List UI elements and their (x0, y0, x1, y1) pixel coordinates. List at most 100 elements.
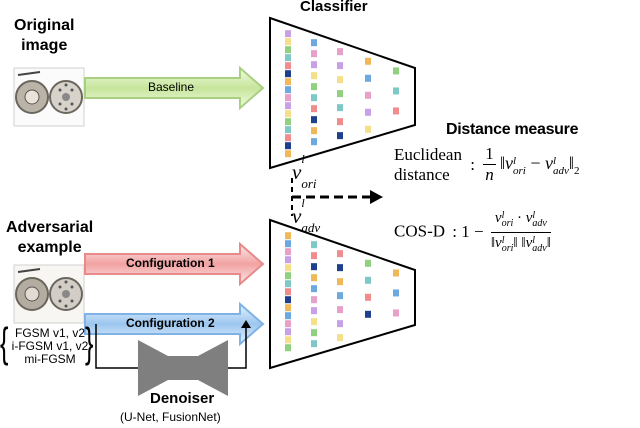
euclidean-colon: : (470, 154, 475, 174)
classifier-title: Classifier (300, 0, 368, 15)
feature-cell (311, 340, 317, 348)
feature-cell (285, 248, 291, 256)
v-adv-sub: adv (301, 220, 321, 236)
denoiser-path (95, 324, 247, 369)
baseline-label: Baseline (148, 80, 195, 94)
feature-cell (285, 232, 291, 240)
feature-cell (365, 259, 371, 267)
configuration-1-label: Configuration 1 (126, 256, 215, 270)
original-image-title-line2: image (21, 37, 68, 54)
feature-columns-top (285, 30, 399, 158)
feature-cell (285, 150, 291, 158)
denoiser-arrowhead-out (241, 320, 251, 328)
feature-cell (311, 241, 317, 249)
feature-cell (285, 70, 291, 78)
feature-cell (285, 304, 291, 312)
feature-cell (311, 274, 317, 282)
feature-cell (337, 76, 343, 84)
feature-cell (393, 67, 399, 75)
original-image (13, 67, 85, 127)
feature-cell (393, 87, 399, 95)
v-ori-sup: l (301, 152, 305, 166)
feature-cell (365, 57, 371, 65)
v-adv-symbol: v (292, 204, 302, 228)
feature-cell (365, 310, 371, 318)
v-ori-symbol: v (292, 160, 302, 184)
original-image-title: Original image (14, 16, 74, 56)
feature-cell (285, 94, 291, 102)
feature-cell (311, 39, 317, 47)
feature-cell (285, 280, 291, 288)
attack-item-mifgsm: mi-FGSM (24, 352, 76, 366)
denoiser-label: Denoiser (150, 390, 215, 407)
feature-cell (311, 307, 317, 315)
feature-cell (337, 62, 343, 70)
v-ori-sub: ori (301, 176, 317, 192)
feature-cell (285, 46, 291, 54)
feature-cell (311, 285, 317, 293)
adversarial-image (13, 264, 85, 324)
feature-cell (365, 108, 371, 116)
feature-cell (311, 263, 317, 271)
configuration-2-label: Configuration 2 (126, 316, 215, 330)
feature-cell (337, 264, 343, 272)
adversarial-example-title: Adversarial example (6, 218, 93, 258)
feature-cell (285, 126, 291, 134)
denoiser-shape (138, 340, 228, 396)
feature-cell (337, 118, 343, 126)
euclidean-fraction: 1 n (483, 144, 496, 185)
feature-cell (285, 102, 291, 110)
feature-cell (285, 78, 291, 86)
feature-columns-bottom (285, 232, 399, 352)
feature-cell (285, 38, 291, 46)
feature-cell (337, 292, 343, 300)
feature-cell (285, 86, 291, 94)
configuration-2-arrow (84, 301, 265, 347)
euclidean-line2: distance (394, 164, 450, 184)
feature-cell (393, 309, 399, 317)
feature-cell (393, 289, 399, 297)
feature-cell (285, 54, 291, 62)
attacks-brace: { (0, 319, 9, 366)
feature-cell (311, 329, 317, 337)
feature-cell (337, 104, 343, 112)
feature-cell (365, 91, 371, 99)
feature-cell (337, 250, 343, 258)
feature-cell (365, 276, 371, 284)
feature-cell (337, 132, 343, 140)
feature-cell (285, 328, 291, 336)
feature-cell (285, 344, 291, 352)
attack-item-ifgsm: i-FGSM v1, v2 (11, 339, 89, 353)
feature-cell (337, 48, 343, 56)
attacks-brace-right: } (85, 319, 94, 366)
feature-cell (285, 320, 291, 328)
feature-cell (285, 296, 291, 304)
feature-cell (311, 318, 317, 326)
feature-cell (311, 94, 317, 102)
feature-cell (311, 296, 317, 304)
feature-cell (311, 127, 317, 135)
configuration-1-arrow (84, 241, 265, 287)
feature-cell (285, 110, 291, 118)
euclidean-line1: Euclidean (394, 144, 462, 164)
euclidean-norm-sub: 2 (573, 165, 580, 177)
feature-cell (311, 50, 317, 58)
feature-cell (365, 293, 371, 301)
feature-cell (337, 306, 343, 314)
feature-cell (311, 138, 317, 146)
denoiser-models-label: (U-Net, FusionNet) (120, 410, 221, 424)
feature-cell (285, 312, 291, 320)
feature-cell (285, 336, 291, 344)
feature-cell (285, 288, 291, 296)
dashed-arrowhead (370, 190, 383, 204)
adversarial-title-line1: Adversarial (6, 219, 94, 236)
feature-cell (311, 116, 317, 124)
feature-cell (285, 118, 291, 126)
